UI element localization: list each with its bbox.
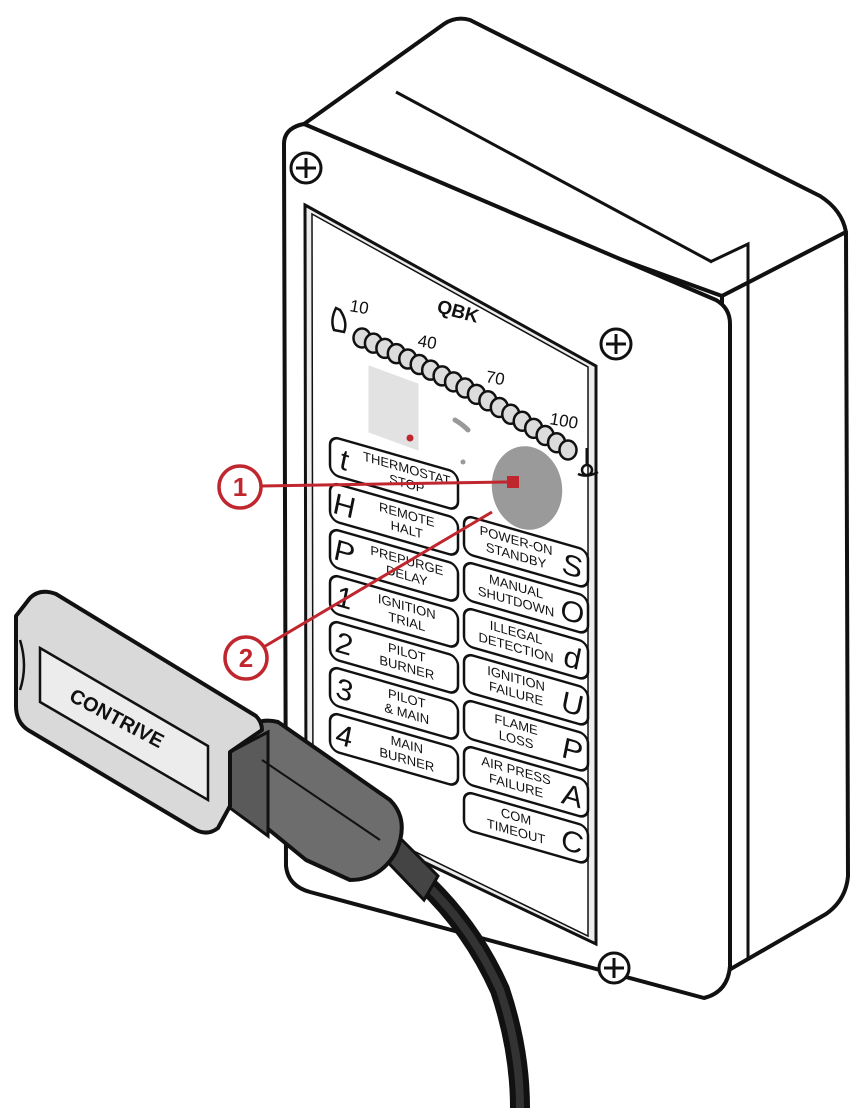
sensor-lens bbox=[491, 446, 563, 530]
indicator-led bbox=[452, 417, 471, 433]
right-status-column: SPOWER-ONSTANDBYOMANUALSHUTDOWNdILLEGALD… bbox=[462, 515, 590, 864]
thermometer-icon bbox=[577, 448, 599, 477]
lid-seam-side bbox=[709, 241, 750, 960]
scale-label: 70 bbox=[484, 367, 506, 389]
led-indicator bbox=[558, 439, 578, 461]
usb-stick-label bbox=[38, 645, 210, 803]
usb-stick: CONTRIVE bbox=[14, 589, 264, 835]
status-label-frame bbox=[328, 620, 460, 694]
screw-top-left-icon bbox=[289, 151, 323, 185]
callout-1: 1 bbox=[217, 464, 519, 510]
scale-label: 100 bbox=[548, 409, 579, 433]
status-label-frame bbox=[328, 574, 460, 648]
callout-2-number: 2 bbox=[239, 643, 253, 673]
status-code: H bbox=[333, 486, 356, 526]
status-code: S bbox=[562, 547, 583, 586]
status-code: A bbox=[560, 776, 582, 816]
callout-1-marker bbox=[507, 476, 519, 488]
lid-seam bbox=[395, 90, 713, 264]
status-code: U bbox=[561, 684, 584, 724]
status-label-frame bbox=[462, 699, 590, 772]
status-label-frame bbox=[462, 791, 590, 864]
status-code: O bbox=[560, 592, 583, 632]
status-code: 4 bbox=[336, 717, 353, 755]
status-label-frame bbox=[328, 666, 460, 740]
display-decimal-point bbox=[406, 434, 414, 442]
callout-2: 2 bbox=[223, 510, 493, 681]
screw-bottom-right-icon bbox=[597, 951, 631, 985]
status-label-frame bbox=[462, 745, 590, 818]
status-label-frame bbox=[328, 528, 460, 602]
status-code: 2 bbox=[335, 625, 353, 663]
usb-cable-highlight bbox=[404, 864, 524, 1112]
status-label-frame bbox=[328, 712, 460, 786]
enclosure-side bbox=[720, 230, 850, 976]
status-label-frame bbox=[462, 653, 590, 726]
usb-plug bbox=[228, 718, 440, 903]
status-code: d bbox=[564, 639, 582, 677]
status-label-frame bbox=[328, 436, 460, 510]
flame-icon bbox=[331, 306, 347, 334]
callout-1-number: 1 bbox=[233, 472, 247, 502]
status-label-frame bbox=[328, 482, 460, 556]
led-bar-graph bbox=[352, 327, 578, 461]
scale-label: 10 bbox=[348, 296, 370, 318]
scale-label: 40 bbox=[416, 331, 438, 353]
status-label-frame bbox=[462, 515, 590, 588]
status-code: 3 bbox=[336, 671, 353, 709]
status-code: C bbox=[561, 822, 584, 862]
screw-top-right-icon bbox=[599, 327, 633, 361]
indicator-dot bbox=[460, 459, 466, 465]
status-label-frame bbox=[462, 607, 590, 680]
status-code: P bbox=[562, 731, 583, 770]
status-label-frame bbox=[462, 561, 590, 634]
status-code: t bbox=[340, 442, 350, 478]
status-code: P bbox=[334, 533, 355, 572]
